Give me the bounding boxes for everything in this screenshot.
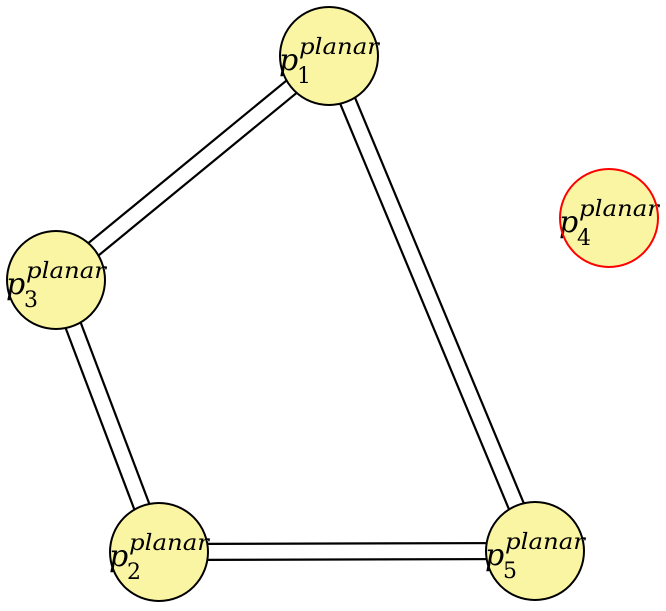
- edge-line: [158, 541, 535, 546]
- edge-line: [335, 52, 544, 549]
- edge-line: [50, 48, 325, 275]
- node-p3[interactable]: p3 planar: [6, 230, 108, 330]
- node-circle: [486, 502, 584, 600]
- node-label-sub: 1: [297, 64, 311, 89]
- edges-layer: [47, 48, 544, 562]
- edge-p1-p5: [320, 52, 544, 555]
- node-label-sup: planar: [505, 530, 587, 555]
- node-p4[interactable]: p4 planar: [559, 168, 661, 268]
- node-p2[interactable]: p2 planar: [109, 502, 211, 602]
- edge-p1-p3: [50, 48, 335, 288]
- node-label-base: p: [559, 205, 578, 240]
- node-circle: [280, 7, 378, 105]
- node-label-sub: 3: [24, 288, 38, 313]
- node-outline: [109, 502, 209, 602]
- edge-line: [60, 61, 335, 288]
- node-label-sub: 4: [577, 226, 591, 251]
- node-outline: [6, 230, 106, 330]
- edge-line: [320, 58, 529, 555]
- node-circle: [560, 169, 658, 267]
- node-p5[interactable]: p5 planar: [485, 501, 587, 601]
- node-label-sub: 2: [127, 560, 141, 585]
- node-p1[interactable]: p1 planar: [279, 6, 381, 106]
- node-label-sup: planar: [26, 259, 108, 284]
- edge-p2-p5: [158, 541, 536, 562]
- node-label-sub: 5: [503, 559, 517, 584]
- node-circle: [7, 231, 105, 329]
- node-label-base: p: [279, 43, 298, 78]
- node-label-base: p: [6, 267, 25, 302]
- node-label-sup: planar: [299, 35, 381, 60]
- edge-line: [159, 557, 536, 562]
- node-label-base: p: [109, 539, 128, 574]
- node-label-sup: planar: [129, 531, 211, 556]
- node-highlight-ring: [559, 168, 659, 268]
- node-outline: [279, 6, 379, 106]
- node-label-sup: planar: [579, 197, 661, 222]
- node-circle: [110, 503, 208, 601]
- node-label-base: p: [485, 538, 504, 573]
- node-outline: [485, 501, 585, 601]
